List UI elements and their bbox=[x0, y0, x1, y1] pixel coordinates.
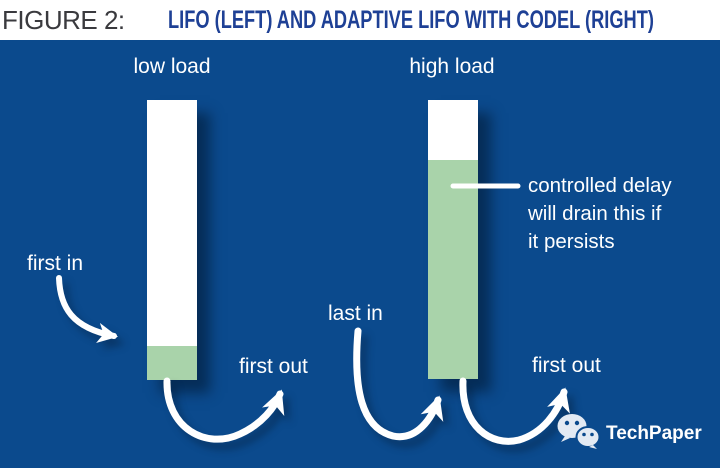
brand-name: TechPaper bbox=[606, 423, 702, 444]
callout-text: controlled delay will drain this if it p… bbox=[528, 174, 672, 253]
right-queue-drain-region bbox=[428, 160, 478, 379]
figure-header: FIGURE 2: LIFO (LEFT) AND ADAPTIVE LIFO … bbox=[0, 0, 720, 40]
first-out-right-label: first out bbox=[532, 354, 601, 377]
figure-title: LIFO (LEFT) AND ADAPTIVE LIFO WITH CODEL… bbox=[168, 6, 654, 34]
left-queue-drain-region bbox=[147, 346, 197, 380]
first-in-label: first in bbox=[27, 252, 84, 275]
right-queue-bar bbox=[428, 100, 478, 379]
high-load-label: high load bbox=[409, 55, 495, 78]
low-load-label: low load bbox=[133, 55, 211, 78]
wechat-icon bbox=[557, 414, 601, 449]
figure-number-label: FIGURE 2: bbox=[2, 5, 125, 35]
last-in-label: last in bbox=[328, 302, 383, 325]
first-out-left-label: first out bbox=[239, 355, 308, 378]
left-queue-bar bbox=[147, 100, 197, 380]
